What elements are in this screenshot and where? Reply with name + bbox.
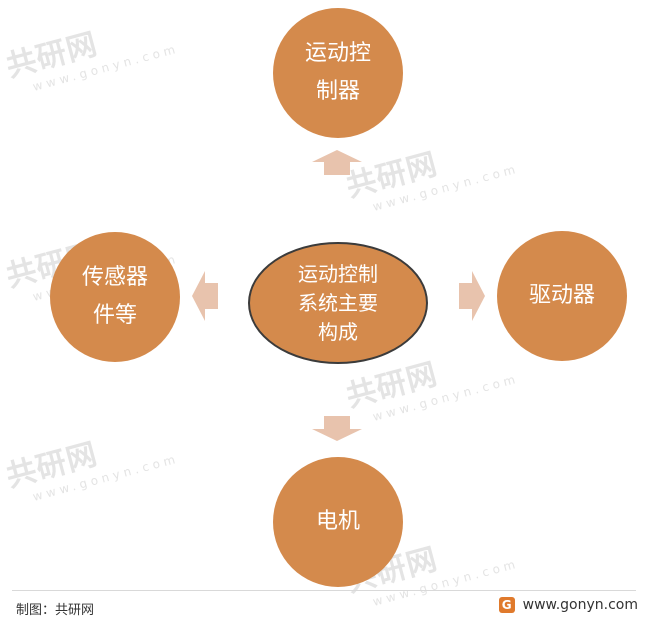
right-node: 驱动器 — [497, 231, 627, 361]
top-node-label: 运动控 制器 — [304, 41, 371, 104]
left-node: 传感器 件等 — [50, 232, 180, 362]
source-label: 制图：共研网 — [16, 603, 95, 618]
left-node-label: 传感器 件等 — [81, 265, 148, 328]
arrow-right-icon — [459, 271, 485, 321]
website-text: www.gonyn.com — [522, 597, 638, 613]
arrow-up-icon — [312, 150, 362, 175]
gonyn-logo-icon: G — [498, 597, 515, 613]
arrow-left-icon — [192, 271, 218, 321]
center-node: 运动控制 系统主要 构成 — [248, 242, 428, 364]
center-node-label: 运动控制 系统主要 构成 — [298, 261, 378, 344]
top-node: 运动控 制器 — [273, 8, 403, 138]
right-node-label: 驱动器 — [528, 283, 595, 308]
arrow-down-icon — [312, 416, 362, 441]
bottom-node: 电机 — [273, 457, 403, 587]
footer-divider — [12, 590, 636, 591]
website-link[interactable]: G www.gonyn.com — [498, 597, 638, 613]
bottom-node-label: 电机 — [315, 509, 360, 534]
